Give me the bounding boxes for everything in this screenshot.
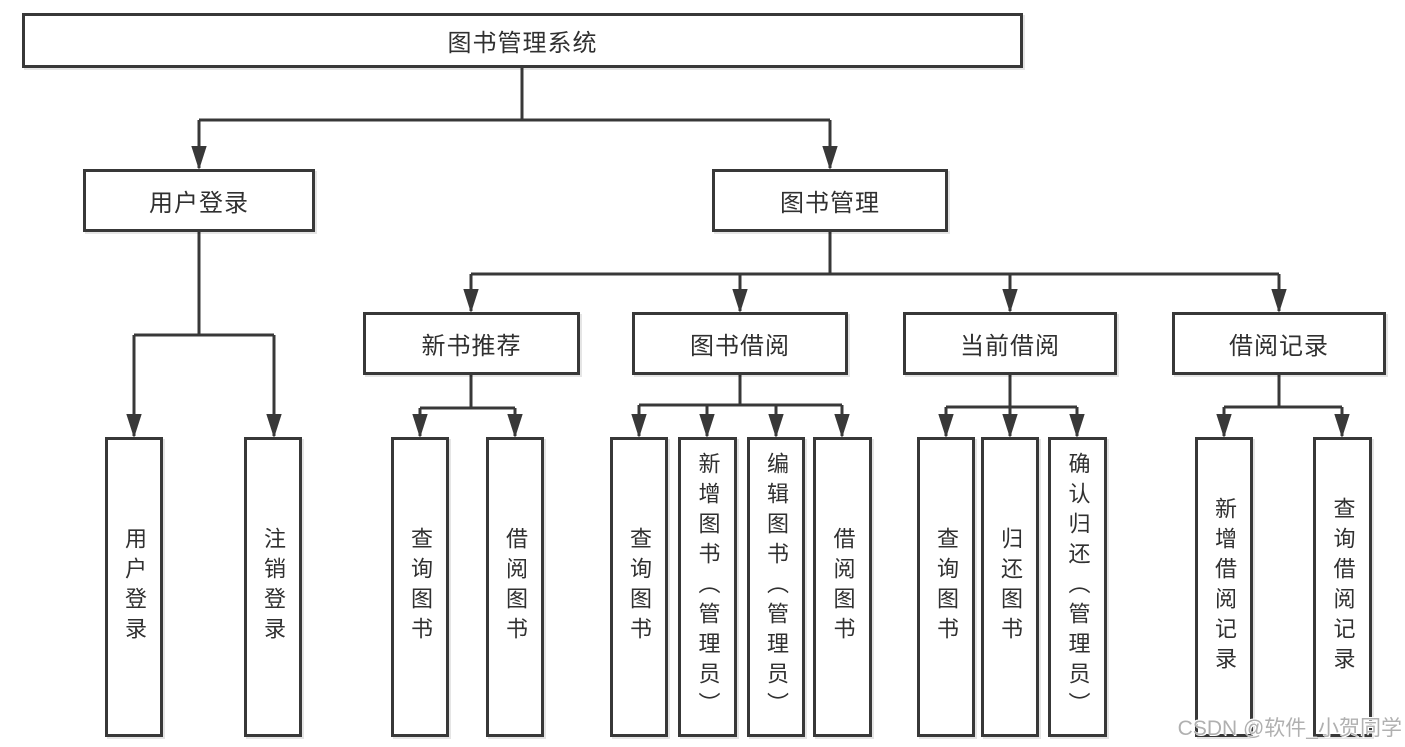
node-label: 借阅记录 — [1229, 333, 1329, 360]
node-user-login: 用户登录 — [83, 169, 315, 232]
leaf-label: 确认归还（管理员） — [1065, 452, 1091, 722]
node-library-management-system: 图书管理系统 — [22, 13, 1023, 68]
node-book-management: 图书管理 — [712, 169, 948, 232]
leaf-label: 查询图书 — [627, 527, 652, 647]
node-label: 图书借阅 — [690, 333, 790, 360]
leaf-label: 查询借阅记录 — [1330, 497, 1356, 677]
leaf-label: 归还图书 — [998, 527, 1023, 647]
leaf-label: 用户登录 — [122, 527, 147, 647]
leaf-logout: 注销登录 — [244, 437, 302, 737]
node-borrowing-records: 借阅记录 — [1172, 312, 1386, 375]
node-label: 当前借阅 — [960, 333, 1060, 360]
node-label: 新书推荐 — [421, 333, 522, 360]
leaf-query-borrow-record: 查询借阅记录 — [1313, 437, 1372, 737]
leaf-label: 注销登录 — [261, 527, 286, 647]
leaf-borrow-books-recommend: 借阅图书 — [486, 437, 544, 737]
leaf-label: 新增借阅记录 — [1212, 497, 1237, 677]
node-label: 图书管理 — [780, 190, 880, 217]
leaf-edit-book-admin: 编辑图书（管理员） — [747, 437, 805, 737]
leaf-label: 编辑图书（管理员） — [764, 452, 789, 722]
leaf-label: 查询图书 — [934, 527, 959, 647]
node-book-borrowing: 图书借阅 — [632, 312, 848, 375]
leaf-query-books-recommend: 查询图书 — [391, 437, 449, 737]
leaf-label: 借阅图书 — [830, 527, 856, 647]
leaf-borrow-books: 借阅图书 — [813, 437, 872, 737]
node-label: 用户登录 — [149, 190, 249, 217]
leaf-query-books-borrowing: 查询图书 — [610, 437, 668, 737]
leaf-label: 新增图书（管理员） — [695, 452, 721, 722]
leaf-label: 查询图书 — [408, 527, 433, 647]
leaf-label: 借阅图书 — [503, 527, 528, 647]
node-label: 图书管理系统 — [447, 30, 598, 57]
node-new-book-recommendation: 新书推荐 — [363, 312, 580, 375]
leaf-confirm-return-admin: 确认归还（管理员） — [1048, 437, 1107, 737]
leaf-user-login: 用户登录 — [105, 437, 163, 737]
watermark: CSDN @软件_小贺同学 — [1177, 717, 1402, 740]
leaf-return-book: 归还图书 — [981, 437, 1039, 737]
node-current-borrowing: 当前借阅 — [903, 312, 1117, 375]
leaf-add-book-admin: 新增图书（管理员） — [678, 437, 737, 737]
leaf-add-borrow-record: 新增借阅记录 — [1195, 437, 1253, 737]
leaf-query-books-current: 查询图书 — [917, 437, 975, 737]
